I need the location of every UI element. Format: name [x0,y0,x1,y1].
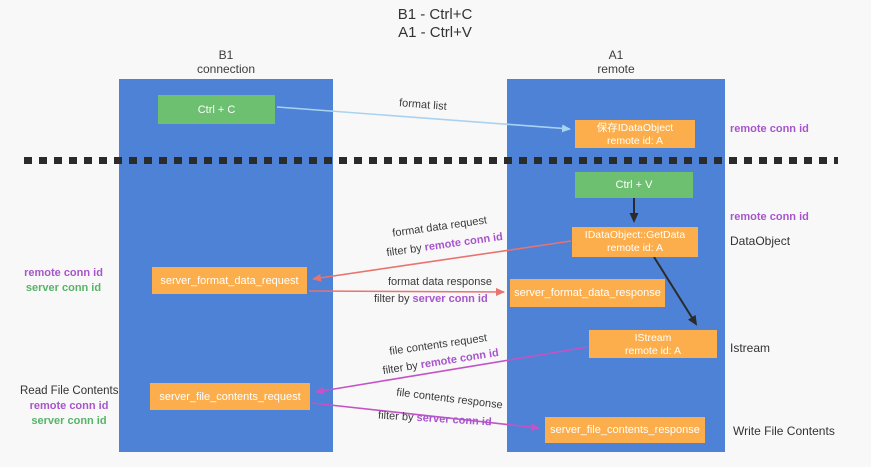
annotation-left-remote-2: remote conn id [29,400,109,412]
node-saved-idataobject-line2: remote id: A [606,135,664,147]
diagram-title: B1 - Ctrl+C A1 - Ctrl+V [300,6,570,42]
lane-header-a1: A1 remote [541,48,691,76]
dashed-separator [24,157,838,164]
node-istream: IStream remote id: A [589,330,717,358]
filter-key-remote-1: remote conn id [423,230,504,254]
node-server-file-contents-request: server_file_contents_request [150,383,310,410]
flow-label-file-contents-response: file contents response [395,386,504,412]
node-ctrl-v: Ctrl + V [575,172,693,198]
annotation-left-row2: Read File Contents remote conn id server… [20,384,118,429]
node-idataobject-getdata: IDataObject::GetData remote id: A [572,227,698,257]
filter-prefix-1: filter by [385,241,426,260]
lane-a1-name: A1 [608,48,624,62]
annotation-remote-conn-id-row2: remote conn id [730,211,809,223]
title-line-1: B1 - Ctrl+C [397,6,473,23]
filter-key-server-2: server conn id [416,411,492,429]
node-istream-line1: IStream [634,332,672,344]
filter-key-server-1: server conn id [412,293,488,305]
node-server-file-contents-request-label: server_file_contents_request [159,390,301,403]
lane-b1-name: B1 [218,48,234,62]
annotation-left-row1: remote conn id server conn id [16,266,111,296]
node-saved-idataobject-line1: 保存IDataObject [596,122,674,134]
flow-label-format-list: format list [398,97,448,113]
annotation-write-file-contents: Write File Contents [733,424,835,438]
lane-a1-role: remote [597,62,635,76]
node-server-format-data-response-label: server_format_data_response [514,287,661,299]
node-saved-idataobject: 保存IDataObject remote id: A [575,120,695,148]
flow-label-filter-server-1: filter by server conn id [374,293,488,305]
node-server-file-contents-response-label: server_file_contents_response [550,424,700,436]
annotation-left-server-1: server conn id [25,282,102,294]
node-getdata-line2: remote id: A [606,242,664,254]
node-getdata-line1: IDataObject::GetData [584,229,686,241]
node-ctrl-v-label: Ctrl + V [615,179,653,191]
filter-prefix-4: filter by [377,409,417,424]
node-ctrl-c-label: Ctrl + C [197,103,236,116]
node-ctrl-c: Ctrl + C [158,95,275,124]
filter-prefix-3: filter by [381,359,422,378]
annotation-remote-conn-id-row1: remote conn id [730,123,809,135]
flow-label-format-data-response: format data response [388,276,492,288]
annotation-read-file-contents: Read File Contents [20,385,119,397]
lane-b1-role: connection [196,62,256,76]
annotation-dataobject: DataObject [730,234,791,248]
title-line-2: A1 - Ctrl+V [398,24,472,41]
node-server-file-contents-response: server_file_contents_response [545,417,705,443]
node-server-format-data-response: server_format_data_response [510,279,665,307]
annotation-istream: Istream [730,341,771,355]
node-istream-line2: remote id: A [624,345,682,357]
lane-header-b1: B1 connection [151,48,301,76]
annotation-left-remote-1: remote conn id [24,267,103,279]
node-server-format-data-request: server_format_data_request [152,267,307,294]
annotation-left-server-2: server conn id [31,415,107,427]
flow-label-filter-server-2: filter by server conn id [378,410,492,429]
filter-prefix-2: filter by [374,293,413,305]
arrow-format-data-response [308,287,505,296]
node-server-format-data-request-label: server_format_data_request [160,274,299,287]
